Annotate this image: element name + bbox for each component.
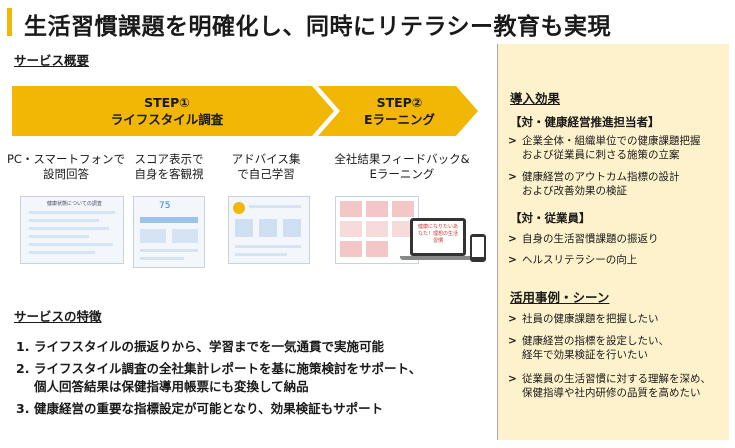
list-item-text: 健康経営の重要な指標設定が可能となり、効果検証もサポート [34,401,384,416]
score-screen-thumbnail: 75 [133,196,205,268]
feature-feedback: 全社結果フィードバック& Eラーニング [322,152,482,182]
effect-item: > 自身の生活習慣課題の振返り [508,232,735,246]
advice-screen-thumbnail [228,196,310,264]
effect-item-text: 自身の生活習慣課題の振返り [522,233,659,245]
title-accent-bar [7,8,12,36]
chevron-right-icon: > [508,233,517,245]
elearning-screen-title: 健康になりたいあなた！理想の生活習慣 [417,224,458,244]
title-bar: 生活習慣課題を明確化し、同時にリテラシー教育も実現 [0,0,735,44]
effects-group-label: 【対・従業員】 [510,211,591,225]
usecase-item: > 社員の健康課題を把握したい [508,312,735,326]
effect-item-text: ヘルスリテラシーの向上 [522,254,638,266]
characteristics-list: 1. ライフスタイルの振返りから、学習までを一気通貫で実施可能 2. ライフスタ… [16,338,486,422]
list-item-number: 2. [16,361,30,376]
effects-group-label: 【対・健康経営推進担当者】 [510,115,660,129]
list-item-text: 個人回答結果は保健指導用帳票にも変換して納品 [34,379,309,394]
left-content: サービス概要 STEP① ライフスタイル調査 STEP② Eラーニング PC・ス… [0,44,497,448]
effect-item-text: 健康経営のアウトカム指標の設計 [522,171,680,183]
feature-survey-line1: PC・スマートフォンで [6,152,126,166]
usecase-item-text: 経年で効果検証を行いたい [522,349,648,361]
list-item: 3. 健康経営の重要な指標設定が可能となり、効果検証もサポート [16,400,486,418]
list-item: 2. ライフスタイル調査の全社集計レポートを基に施策検討をサポート、 個人回答結… [16,360,486,396]
list-item-text: ライフスタイルの振返りから、学習までを一気通貫で実施可能 [34,339,385,354]
page-title: 生活習慣課題を明確化し、同時にリテラシー教育も実現 [24,14,612,40]
chevron-right-icon: > [508,171,517,183]
step-arrows: STEP① ライフスタイル調査 STEP② Eラーニング [12,86,480,136]
feature-score: スコア表示で 自身を客観視 [124,152,214,182]
overview-heading: サービス概要 [14,53,90,68]
effects-panel: 導入効果 【対・健康経営推進担当者】 > 企業全体・組織単位での健康課題把握 お… [497,44,729,440]
feature-advice-line2: で自己学習 [237,167,295,181]
usecase-item-text: 従業員の生活習慣に対する理解を深め、 [522,373,711,385]
feature-advice-line1: アドバイス集 [231,152,301,166]
effect-item-text: および従業員に刺さる施策の立案 [522,149,680,161]
chevron-right-icon: > [508,335,517,347]
thumb-score-value: 75 [159,201,171,211]
step-arrows-graphic [12,86,478,136]
usecases-heading: 活用事例・シーン [510,290,610,305]
thumb1-title: 健康状態についての調査 [47,201,102,207]
usecase-item: > 健康経営の指標を設定したい、 経年で効果検証を行いたい [508,334,735,362]
report-screen-thumbnail [335,196,419,264]
feature-survey-line2: 設問回答 [43,167,89,181]
chevron-right-icon: > [508,254,517,266]
chevron-right-icon: > [508,373,517,385]
list-item: 1. ライフスタイルの振返りから、学習までを一気通貫で実施可能 [16,338,486,356]
step1-name: ライフスタイル調査 [110,112,224,127]
chevron-right-icon: > [508,135,517,147]
usecase-item-text: 社員の健康課題を把握したい [522,313,659,325]
effect-item-text: 企業全体・組織単位での健康課題把握 [522,135,701,147]
usecase-item-text: 保健指導や社内研修の品質を高めたい [522,387,701,399]
smartphone-icon [470,234,486,262]
step2-name: Eラーニング [363,112,436,127]
feature-score-line1: スコア表示で [134,152,204,166]
feature-advice: アドバイス集 で自己学習 [221,152,311,182]
laptop-base [400,256,476,260]
step1-label: STEP① ライフスタイル調査 [82,94,252,128]
feature-feedback-line2: Eラーニング [369,167,435,181]
effect-item: > 企業全体・組織単位での健康課題把握 および従業員に刺さる施策の立案 [508,134,735,162]
effects-heading: 導入効果 [510,91,561,106]
effect-item: > ヘルスリテラシーの向上 [508,253,735,267]
list-item-number: 1. [16,339,30,354]
list-item-number: 3. [16,401,30,416]
usecase-item: > 従業員の生活習慣に対する理解を深め、 保健指導や社内研修の品質を高めたい [508,372,735,400]
effect-item: > 健康経営のアウトカム指標の設計 および改善効果の検証 [508,170,735,198]
step2-label: STEP② Eラーニング [337,94,462,128]
feature-feedback-line1: 全社結果フィードバック& [334,152,470,166]
feature-score-line2: 自身を客観視 [134,167,204,181]
chevron-right-icon: > [508,313,517,325]
usecase-item-text: 健康経営の指標を設定したい、 [522,335,669,347]
characteristics-heading: サービスの特徴 [14,309,102,324]
step1-number: STEP① [144,95,190,110]
list-item-text: ライフスタイル調査の全社集計レポートを基に施策検討をサポート、 [34,361,422,376]
effect-item-text: および改善効果の検証 [522,185,627,197]
feature-survey: PC・スマートフォンで 設問回答 [6,152,126,182]
step2-number: STEP② [376,95,423,110]
laptop-icon: 健康になりたいあなた！理想の生活習慣 [410,218,466,256]
survey-screen-thumbnail: 健康状態についての調査 [20,196,124,264]
